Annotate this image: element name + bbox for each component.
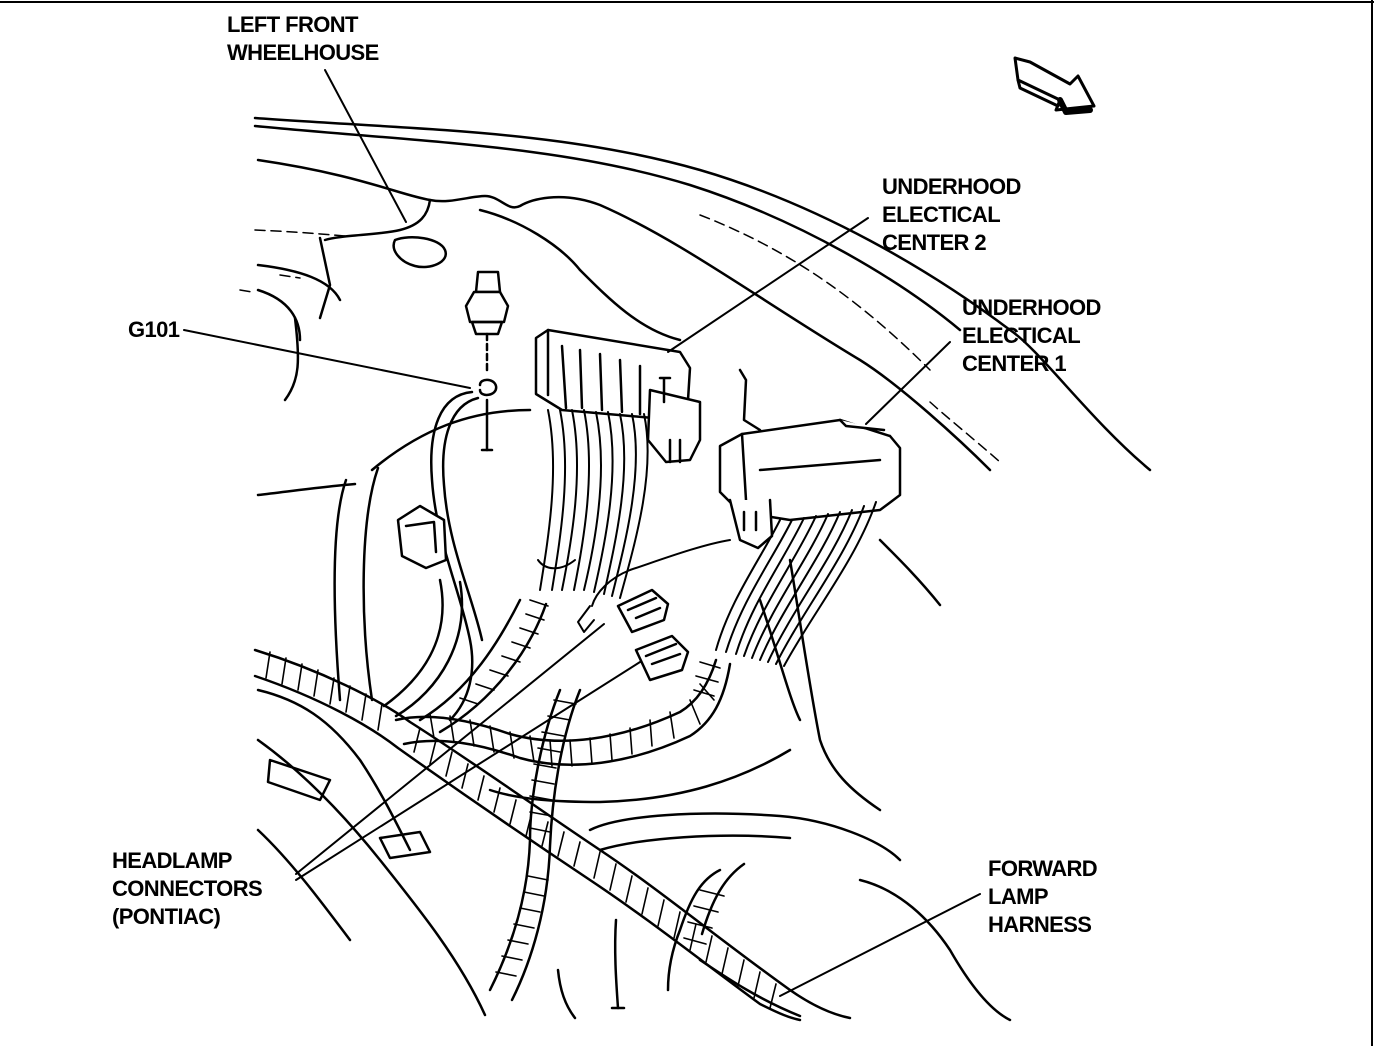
loom-corrugation-marks xyxy=(266,600,776,1008)
leader-headlamp-connector-a xyxy=(296,624,604,874)
center-1-wire-bundle xyxy=(578,502,876,666)
underhood-electrical-center-2 xyxy=(536,330,700,462)
forward-direction-arrow-icon xyxy=(1015,58,1094,112)
label-line: ELECTICAL xyxy=(962,323,1081,348)
ground-bolt-g101 xyxy=(466,272,508,450)
label-line: FORWARD xyxy=(988,856,1098,881)
leader-g101 xyxy=(184,330,470,388)
label-line: CONNECTORS xyxy=(112,876,263,901)
body-panel-outline xyxy=(255,118,1150,1020)
label-underhood-electrical-center-1: UNDERHOOD ELECTICAL CENTER 1 xyxy=(962,294,1101,378)
label-line: WHEELHOUSE xyxy=(227,40,379,65)
leader-underhood-center-2 xyxy=(668,218,868,352)
label-line: CENTER 1 xyxy=(962,351,1067,376)
label-headlamp-connectors: HEADLAMP CONNECTORS (PONTIAC) xyxy=(112,847,263,931)
leader-underhood-center-1 xyxy=(866,342,950,424)
headlamp-connectors xyxy=(398,506,688,680)
label-line: ELECTICAL xyxy=(882,202,1001,227)
label-line: HEADLAMP xyxy=(112,848,232,873)
label-line: CENTER 2 xyxy=(882,230,987,255)
underhood-electrical-center-1 xyxy=(720,420,900,548)
label-line: G101 xyxy=(128,317,180,342)
leader-forward-lamp-harness xyxy=(780,894,980,996)
label-g101: G101 xyxy=(128,316,180,344)
leader-lines xyxy=(184,70,980,996)
label-underhood-electrical-center-2: UNDERHOOD ELECTICAL CENTER 2 xyxy=(882,173,1021,257)
label-line: LAMP xyxy=(988,884,1049,909)
leader-headlamp-connector-b xyxy=(296,662,640,880)
label-left-front-wheelhouse: LEFT FRONT WHEELHOUSE xyxy=(227,11,379,67)
label-forward-lamp-harness: FORWARD LAMP HARNESS xyxy=(988,855,1098,939)
hidden-lines xyxy=(240,215,1000,462)
top-border xyxy=(0,1,1374,3)
center-2-wire-bundle xyxy=(538,410,648,598)
label-line: UNDERHOOD xyxy=(882,174,1021,199)
label-line: HARNESS xyxy=(988,912,1092,937)
label-line: (PONTIAC) xyxy=(112,904,221,929)
leader-left-front-wheelhouse xyxy=(325,70,406,222)
label-line: LEFT FRONT xyxy=(227,12,358,37)
label-line: UNDERHOOD xyxy=(962,295,1101,320)
right-border xyxy=(1371,0,1373,1046)
